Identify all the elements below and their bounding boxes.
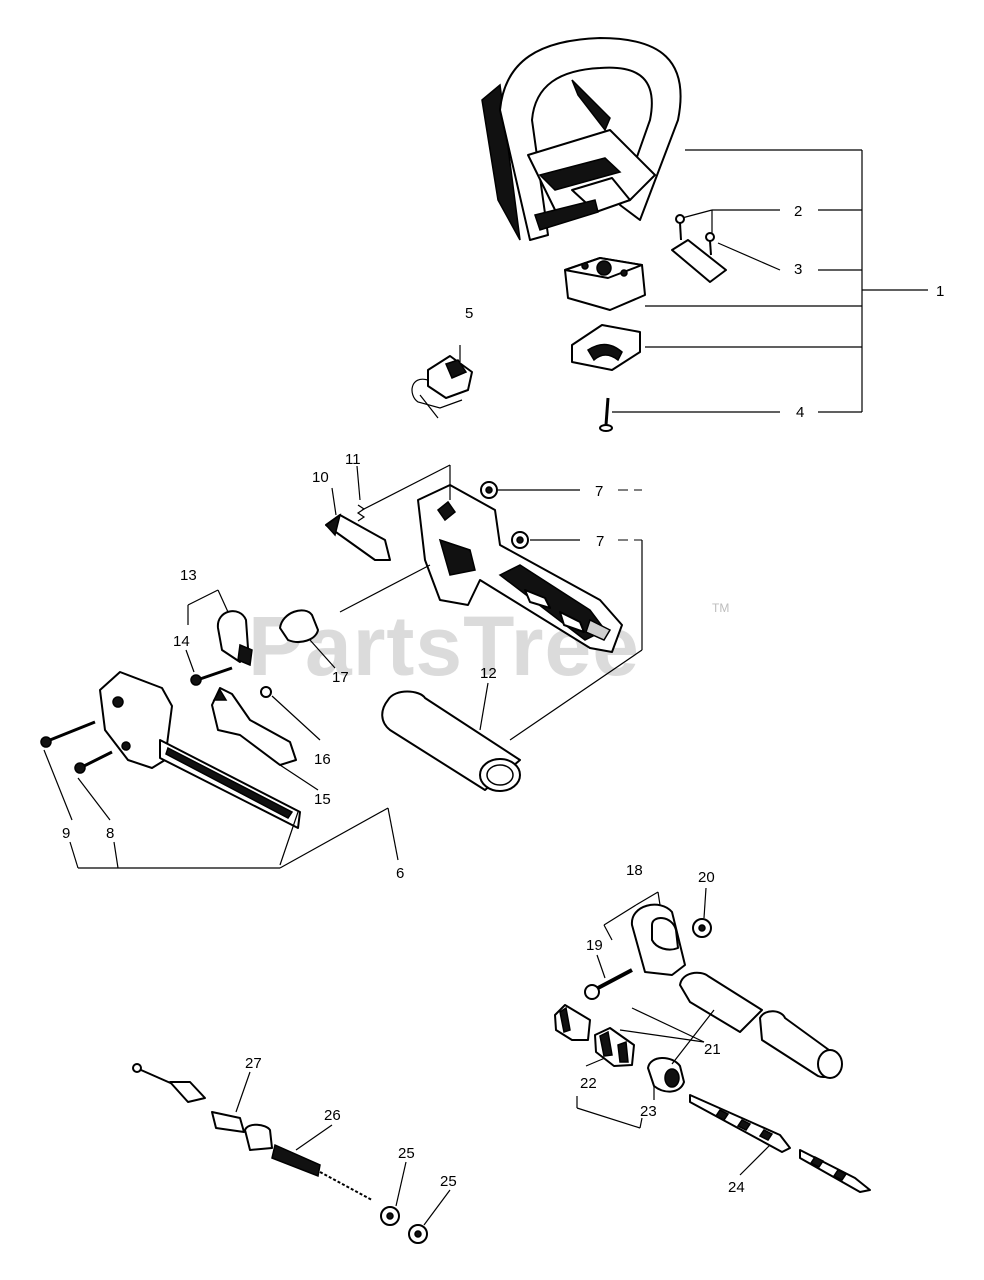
part-shaft-tube[interactable] — [679, 971, 843, 1079]
callout-10: 10 — [312, 469, 329, 486]
callout-26: 26 — [324, 1107, 341, 1124]
part-nut-7a[interactable] — [480, 481, 498, 499]
callout-8: 8 — [106, 825, 114, 842]
part-handle-loop[interactable] — [481, 37, 682, 241]
callout-18: 18 — [626, 862, 643, 879]
callout-25a: 25 — [398, 1145, 415, 1162]
part-clamp-lower[interactable] — [571, 324, 641, 371]
callout-27: 27 — [245, 1055, 262, 1072]
part-nut-7b[interactable] — [511, 531, 529, 549]
callout-13: 13 — [180, 567, 197, 584]
part-clamp-upper[interactable] — [564, 257, 646, 311]
part-trigger-10[interactable] — [324, 513, 391, 561]
part-grip-tube-12[interactable] — [381, 682, 521, 792]
part-collar-23[interactable] — [647, 1057, 685, 1093]
callout-25b: 25 — [440, 1173, 457, 1190]
callout-21: 21 — [704, 1041, 721, 1058]
callout-4: 4 — [796, 404, 804, 421]
callout-11: 11 — [345, 451, 361, 468]
part-screw-14[interactable] — [185, 649, 233, 686]
part-bushing-22a[interactable] — [554, 1004, 591, 1041]
callout-2: 2 — [794, 203, 802, 220]
callout-20: 20 — [698, 869, 715, 886]
callout-7b: 7 — [596, 533, 604, 550]
callout-16: 16 — [314, 751, 331, 768]
watermark-trademark: TM — [712, 601, 729, 615]
leader-lines-assembly-1 — [612, 149, 928, 413]
callout-1: 1 — [936, 283, 944, 300]
part-bolt-4[interactable] — [599, 397, 613, 432]
callout-17: 17 — [332, 669, 349, 686]
callout-24: 24 — [728, 1179, 745, 1196]
part-ring-17[interactable] — [279, 609, 336, 669]
part-nut-20[interactable] — [692, 887, 712, 938]
part-clamp-13[interactable] — [187, 589, 253, 667]
part-plate-3[interactable] — [671, 239, 727, 283]
callout-12: 12 — [480, 665, 497, 682]
callout-7a: 7 — [595, 483, 603, 500]
part-throttle-cable-26[interactable] — [132, 1063, 373, 1201]
leader-lines-21-23 — [576, 1007, 715, 1129]
leader-lines-housing — [331, 464, 643, 741]
leader-lines-6 — [43, 749, 399, 869]
callout-6: 6 — [396, 865, 404, 882]
callout-3: 3 — [794, 261, 802, 278]
callout-5: 5 — [465, 305, 473, 322]
part-handle-housing-right[interactable] — [417, 484, 623, 653]
part-screws-2[interactable] — [675, 214, 715, 256]
part-pin-16[interactable] — [260, 686, 321, 741]
callout-9: 9 — [62, 825, 70, 842]
part-nut-25b[interactable] — [408, 1189, 451, 1244]
part-collar-18[interactable] — [603, 891, 686, 976]
part-bushing-22b[interactable] — [594, 1027, 635, 1067]
part-drive-shaft-24[interactable] — [689, 1094, 871, 1193]
callout-labels: 1 2 3 4 5 6 7 7 8 9 10 11 12 13 14 15 16… — [62, 203, 944, 1196]
callout-22: 22 — [580, 1075, 597, 1092]
part-switch-5[interactable] — [411, 345, 473, 419]
part-bolt-19[interactable] — [584, 954, 633, 1000]
part-spring-11[interactable] — [356, 504, 366, 522]
part-nut-25a[interactable] — [380, 1161, 407, 1226]
part-screw-8[interactable] — [74, 750, 113, 774]
callout-23: 23 — [640, 1103, 657, 1120]
part-handle-housing-left[interactable] — [99, 671, 301, 866]
part-screw-9[interactable] — [40, 720, 96, 748]
callout-14: 14 — [173, 633, 190, 650]
part-throttle-lever-15[interactable] — [211, 687, 319, 791]
callout-15: 15 — [314, 791, 331, 808]
callout-19: 19 — [586, 937, 603, 954]
